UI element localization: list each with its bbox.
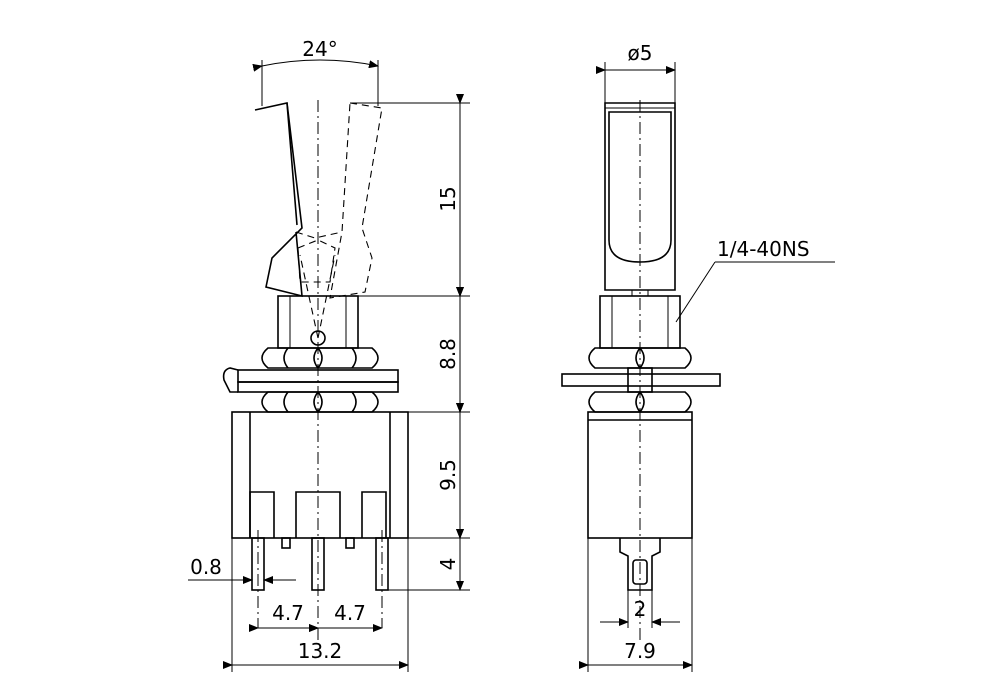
side-view: ø5 1/4-40NS 2 7.9: [561, 41, 835, 672]
lever-dashed: [329, 102, 383, 299]
switch-body-side: [587, 411, 693, 539]
angle-label: 24°: [302, 37, 337, 61]
side-body-width-label: 7.9: [624, 639, 656, 663]
pivot-circle: [310, 330, 326, 346]
thread-label: 1/4-40NS: [717, 237, 810, 261]
upper-nut: [261, 347, 379, 370]
terminal-length-label: 4: [436, 558, 460, 571]
terminal-center: [311, 537, 325, 591]
lock-washer-side: [561, 367, 721, 393]
lever-side: [604, 102, 676, 291]
terminal-side: [619, 538, 661, 591]
lock-washer: [222, 367, 399, 393]
switch-body: [231, 411, 409, 539]
front-view: 24° 15 8.8 9.5 4 0.8 4.7 4.7 13.2: [188, 37, 470, 672]
diameter-label: ø5: [628, 41, 653, 65]
pitch-left-label: 4.7: [272, 601, 304, 625]
terminal-width-label: 0.8: [190, 555, 222, 579]
side-terminal-width-label: 2: [634, 597, 647, 621]
body-height-label: 9.5: [436, 459, 460, 491]
lower-nut: [261, 391, 379, 414]
bushing-height-label: 8.8: [436, 338, 460, 370]
body-width-label: 13.2: [298, 639, 343, 663]
pitch-right-label: 4.7: [334, 601, 366, 625]
lever-height-label: 15: [436, 186, 460, 211]
